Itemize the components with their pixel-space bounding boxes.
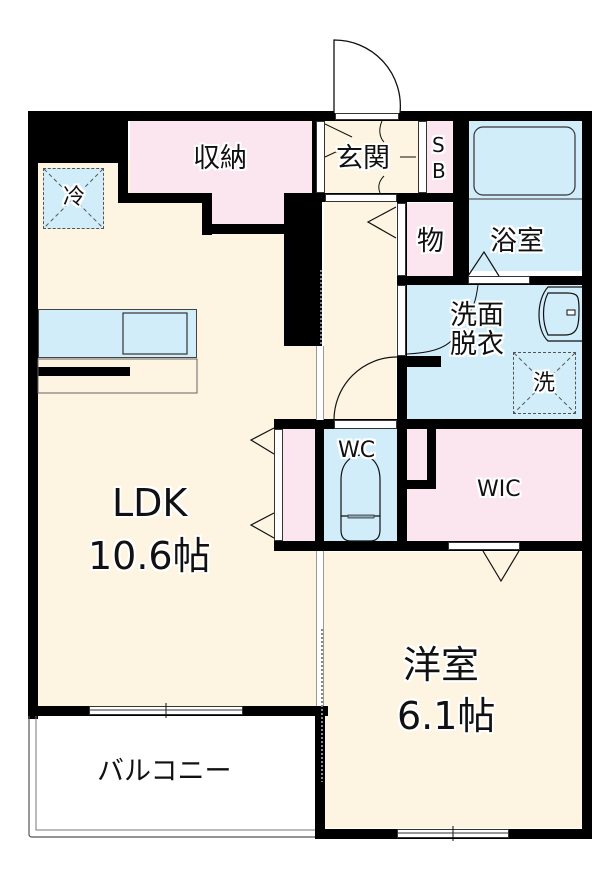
room-label-closet: 物 [417, 226, 444, 257]
wc-door [334, 420, 397, 429]
room-label-washer: 洗 [533, 371, 556, 396]
room-label-ldk: LDK [112, 481, 188, 525]
bedroom-door [448, 542, 520, 550]
wall [453, 111, 469, 277]
western-room-floor [324, 552, 582, 828]
bedroom-window [397, 829, 509, 838]
kitchen-partition [38, 367, 130, 376]
bath-door [468, 276, 530, 284]
storage-door [316, 121, 325, 193]
wall [284, 193, 322, 346]
kitchen-counter [38, 309, 197, 358]
room-label-western-room-size: 6.1帖 [397, 694, 496, 738]
room-label-bathroom: 浴室 [490, 226, 544, 257]
wall [397, 419, 592, 429]
wall [427, 429, 436, 489]
ldk-partition [316, 346, 324, 420]
room-label-wic: WIC [477, 477, 521, 502]
room-label-storage: 収納 [193, 143, 247, 174]
corridor-floor [324, 202, 396, 422]
wall [315, 706, 325, 839]
room-label-washroom-1: 洗面 [450, 300, 504, 331]
wall [397, 356, 441, 367]
ldk-window [89, 706, 243, 715]
wall [397, 429, 407, 551]
room-label-washroom-2: 脱衣 [450, 329, 504, 360]
closet-door [397, 203, 406, 276]
shoe-box-fill [427, 121, 453, 193]
wall [28, 111, 38, 719]
wall [315, 419, 324, 551]
storage-fill [130, 121, 312, 193]
wall [120, 193, 212, 203]
wall [312, 111, 316, 193]
wall [274, 541, 592, 551]
room-label-shoebox-s: S [432, 133, 445, 157]
washroom-door [397, 285, 406, 356]
room-label-wc: WC [338, 438, 376, 463]
room-label-ldk-size: 10.6帖 [88, 534, 211, 578]
closet-fill [407, 203, 453, 276]
entrance-step [325, 194, 397, 202]
shoebox-door [418, 121, 427, 193]
room-label-western-room: 洋室 [403, 643, 480, 687]
room-label-fridge: 冷 [63, 185, 86, 210]
hall-closet-fill [283, 429, 315, 541]
wall [118, 111, 128, 203]
room-label-shoebox-b: B [432, 159, 446, 183]
wic-fill [407, 429, 582, 541]
ldk-bedroom-partition [316, 551, 324, 706]
hall-closet-door [274, 429, 283, 541]
storage-fill-lower [212, 190, 284, 224]
wall [582, 111, 592, 839]
wall [202, 193, 212, 235]
wall [202, 224, 284, 234]
washer-space [513, 352, 576, 414]
wall [397, 480, 436, 489]
room-label-entrance: 玄関 [336, 143, 390, 174]
wall [28, 111, 120, 163]
room-label-balcony: バルコニー [97, 756, 232, 787]
front-door-frame [335, 113, 399, 120]
